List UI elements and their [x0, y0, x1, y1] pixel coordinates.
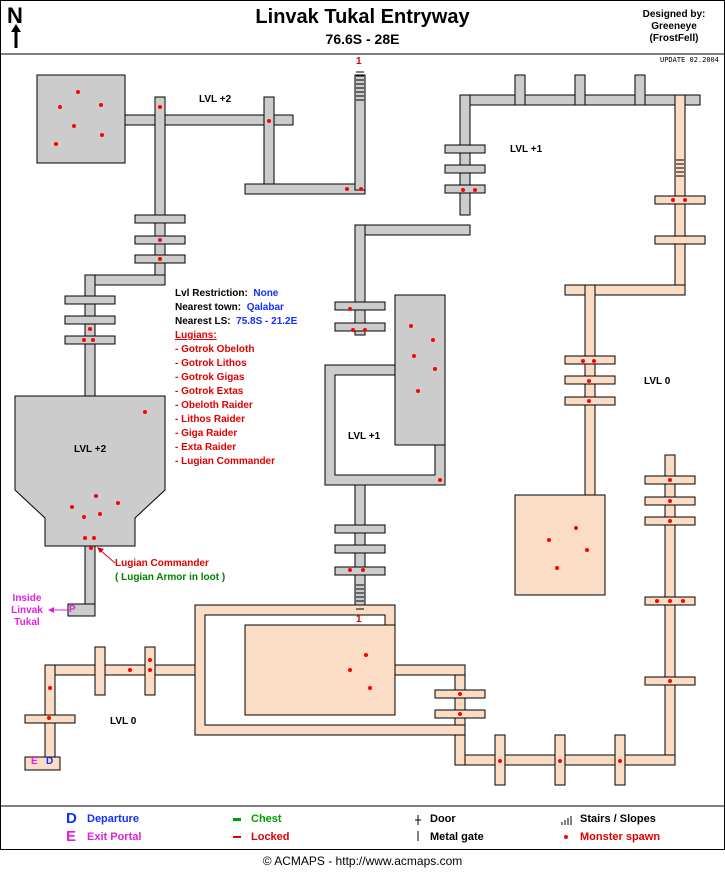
room-top-left: [36, 74, 126, 164]
nearest-town-value: Qalabar: [246, 302, 284, 313]
link-marker: 1: [356, 56, 362, 67]
lvl-restriction-value: None: [253, 288, 279, 299]
metal-gate-icon: [417, 831, 419, 841]
monster-item: - Giga Raider: [175, 428, 238, 439]
monster-item: - Lugian Commander: [175, 456, 276, 467]
designed-by-label: Designed by:: [642, 9, 706, 20]
monster-item: - Gotrok Obeloth: [175, 344, 255, 355]
inside-note-line: Tukal: [14, 617, 40, 628]
monster-item: - Obeloth Raider: [175, 400, 253, 411]
commander-loot-note: ( Lugian Armor in loot ): [115, 572, 226, 583]
monster-item: - Gotrok Gigas: [175, 372, 245, 383]
north-arrow-icon: [11, 24, 21, 48]
lvl-restriction-label: Lvl Restriction:: [175, 288, 248, 299]
room-commander: [14, 395, 166, 547]
level-label: LVL +1: [510, 144, 543, 155]
level-label: LVL 0: [644, 376, 671, 387]
designer-name: Greeneye: [651, 21, 697, 32]
monster-item: - Lithos Raider: [175, 414, 246, 425]
portal-pointer-icon: [48, 607, 68, 613]
legend-locked: Locked: [251, 831, 290, 843]
north-label: N: [7, 3, 23, 28]
commander-pointer-icon: [97, 547, 116, 564]
map-coordinates: 76.6S - 28E: [325, 31, 400, 47]
monsters-heading: Lugians:: [175, 330, 217, 341]
nearest-ls-label: Nearest LS:: [175, 316, 231, 327]
legend-departure: Departure: [87, 813, 139, 825]
portal-marker: P: [69, 604, 76, 615]
page-title: Linvak Tukal Entryway: [255, 6, 470, 28]
legend-chest: Chest: [251, 813, 282, 825]
legend-spawn: Monster spawn: [580, 831, 661, 843]
legend-departure-glyph: D: [66, 810, 77, 827]
level-label: LVL +1: [348, 431, 381, 442]
commander-note: Lugian Commander: [115, 558, 209, 569]
chest-icon: [233, 818, 241, 821]
legend-exit-glyph: E: [66, 828, 77, 845]
room-bottom-right: [514, 494, 606, 596]
legend-exit: Exit Portal: [87, 831, 142, 843]
monster-item: - Gotrok Lithos: [175, 358, 247, 369]
level-label: LVL +2: [74, 444, 107, 455]
inside-note: Inside Linvak Tukal: [4, 593, 50, 629]
nearest-town-label: Nearest town:: [175, 302, 242, 313]
update-stamp: UPDATE 02.2004: [659, 56, 719, 64]
footer-credit: © ACMAPS - http://www.acmaps.com: [262, 854, 463, 868]
room-mid-right: [394, 294, 446, 446]
stairs-icon: [561, 816, 572, 825]
level-label: LVL +2: [199, 94, 232, 105]
departure-marker: D: [46, 756, 54, 767]
door-icon: [415, 815, 421, 825]
inside-note-line: Linvak: [11, 605, 43, 616]
legend-icons: [233, 815, 572, 841]
spawn-icon: [564, 835, 568, 839]
inside-note-line: Inside: [12, 593, 42, 604]
monster-item: - Gotrok Extas: [175, 386, 244, 397]
map-canvas: [0, 0, 725, 850]
legend-metal-gate: Metal gate: [430, 831, 484, 843]
upper-level-areas: [14, 74, 701, 617]
monster-spawns: [47, 90, 687, 763]
link-marker: 1: [356, 614, 362, 625]
legend-stairs: Stairs / Slopes: [580, 813, 656, 825]
legend-door: Door: [430, 813, 456, 825]
lock-icon: [233, 836, 241, 838]
nearest-ls-value: 75.8S - 21.2E: [236, 316, 298, 327]
ground-level-areas: [24, 94, 706, 786]
room-big: [244, 624, 396, 716]
level-label: LVL 0: [110, 716, 137, 727]
stairs-hatching: [356, 71, 684, 610]
exit-marker: E: [31, 756, 38, 767]
designer-alt-name: (FrostFell): [649, 33, 699, 44]
monster-item: - Exta Raider: [175, 442, 237, 453]
dungeon-info: Lvl Restriction: None Nearest town: Qala…: [175, 287, 297, 469]
